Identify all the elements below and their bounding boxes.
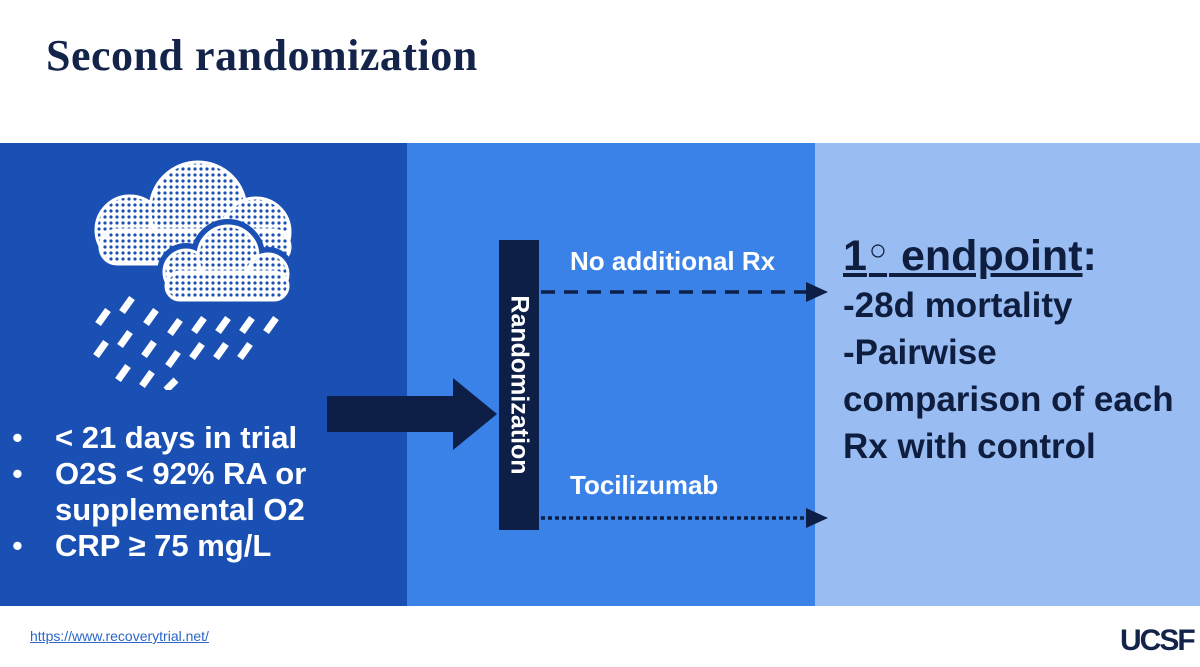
inclusion-criteria: < 21 days in trial O2S < 92% RA or suppl…: [12, 420, 372, 564]
source-link[interactable]: https://www.recoverytrial.net/: [30, 628, 209, 644]
criterion-item: < 21 days in trial: [12, 420, 372, 456]
arm-label-tocilizumab: Tocilizumab: [570, 470, 719, 500]
slide-title: Second randomization: [46, 31, 478, 80]
ucsf-logo: UCSF: [1120, 624, 1196, 657]
degree-symbol: ○: [868, 234, 888, 267]
endpoint-heading: 1○ endpoint:: [843, 225, 1183, 282]
criterion-item: O2S < 92% RA or supplemental O2: [12, 456, 372, 528]
cloud-rain-icon: [93, 160, 295, 390]
randomization-bar: Randomization: [499, 240, 539, 530]
criterion-item: CRP ≥ 75 mg/L: [12, 528, 372, 564]
arm-label-no-additional: No additional Rx: [570, 246, 776, 276]
randomization-label: Randomization: [505, 295, 534, 475]
endpoint-number: 1○ endpoint: [843, 232, 1083, 280]
endpoint-panel: [815, 143, 1200, 606]
endpoint-colon: :: [1082, 232, 1097, 280]
endpoint-word: endpoint: [901, 232, 1083, 280]
endpoint-line: -Pairwise comparison of each Rx with con…: [843, 333, 1174, 466]
primary-endpoint: 1○ endpoint: -28d mortality -Pairwise co…: [843, 225, 1183, 470]
right-arrow-icon: [327, 378, 497, 450]
endpoint-line: -28d mortality: [843, 286, 1073, 325]
randomization-panel: [407, 143, 815, 606]
